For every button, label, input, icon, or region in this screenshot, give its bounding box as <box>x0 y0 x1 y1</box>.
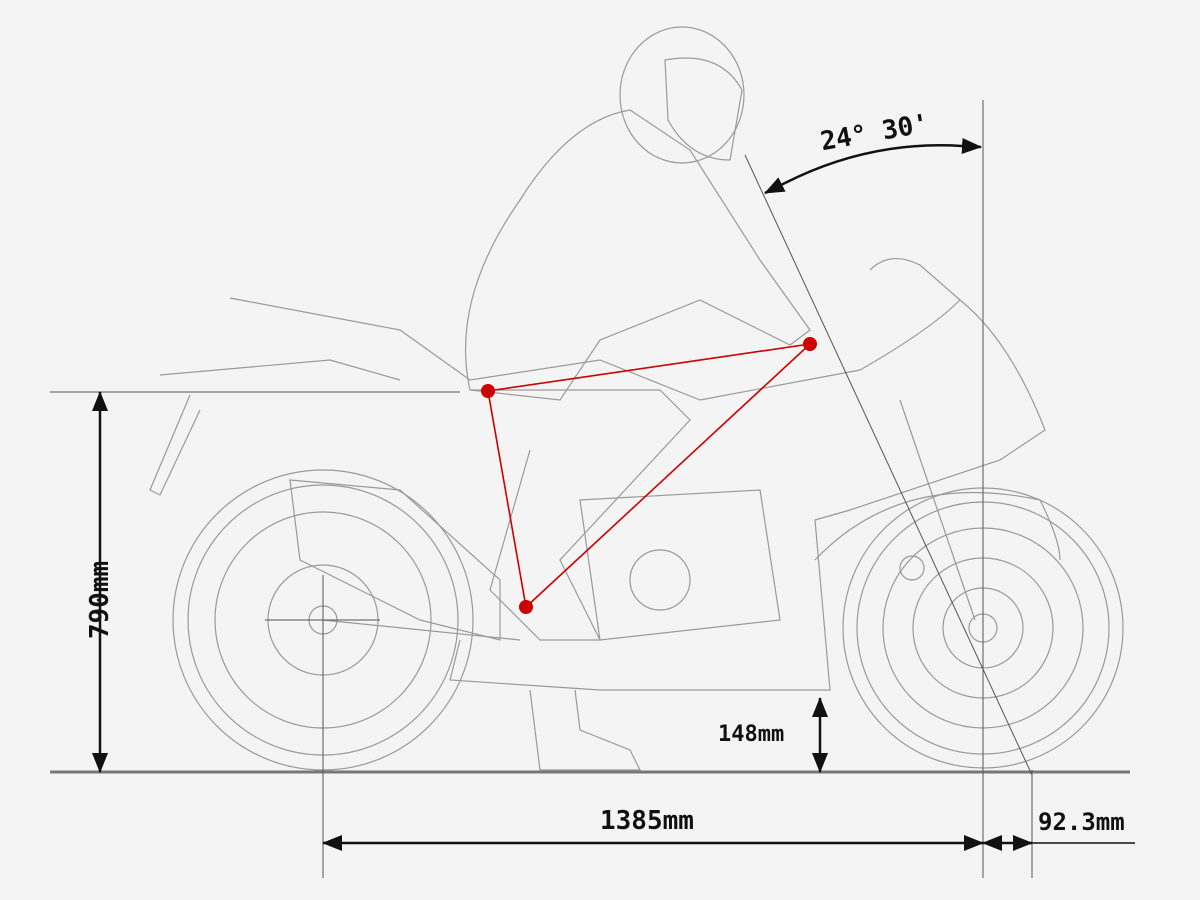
fork <box>899 399 976 621</box>
fairing <box>449 299 1046 691</box>
swingarm <box>322 619 521 641</box>
trail-label: 92.3mm <box>1038 808 1125 836</box>
torso <box>465 109 811 401</box>
tail <box>229 297 701 401</box>
ergonomics-triangle <box>481 337 817 614</box>
rider <box>465 26 811 771</box>
engine <box>579 489 781 641</box>
license-bracket <box>149 394 201 496</box>
reference-lines <box>50 100 1033 878</box>
leg <box>470 389 691 641</box>
exhaust <box>289 479 501 641</box>
engine-cover <box>629 549 691 611</box>
windscreen <box>869 258 961 301</box>
wheelbase-label: 1385mm <box>600 806 694 836</box>
dimension-arrows <box>92 138 1135 851</box>
caster-angle-arc <box>784 144 963 185</box>
helmet <box>619 26 745 164</box>
front-fender <box>814 491 1061 561</box>
hip-point <box>481 384 495 398</box>
handlebar-point <box>803 337 817 351</box>
motorcycle-line-art <box>149 26 1124 771</box>
seat-height-label: 790mm <box>85 560 115 640</box>
ground-clearance-label: 148mm <box>718 722 785 747</box>
tail-rack <box>159 359 401 381</box>
boot <box>529 689 641 771</box>
footpeg-point <box>519 600 533 614</box>
steering-axis-line <box>744 154 1033 776</box>
